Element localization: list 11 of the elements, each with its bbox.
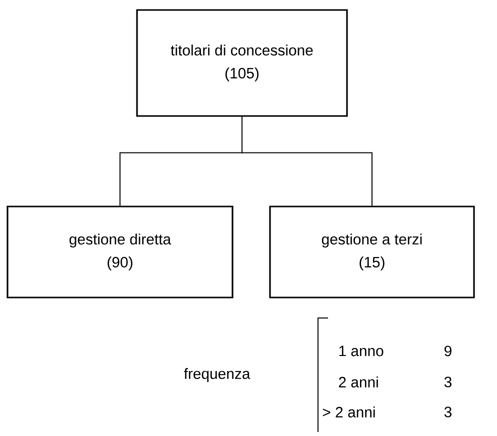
table-cell: > 2 anni bbox=[322, 406, 375, 418]
box: titolari di concessione (105) bbox=[136, 9, 348, 117]
heading-label: frequenza bbox=[184, 368, 250, 382]
table-cell: 2 anni bbox=[338, 376, 378, 388]
box: gestione a terzi (15) bbox=[269, 206, 475, 298]
table-cell: 9 bbox=[444, 346, 452, 356]
connector-line bbox=[242, 116, 372, 206]
table-cell: 3 bbox=[444, 406, 452, 418]
table-cell: 3 bbox=[444, 376, 452, 388]
table-cell: 1 anno bbox=[339, 346, 384, 356]
box: gestione diretta (90) bbox=[6, 206, 234, 298]
